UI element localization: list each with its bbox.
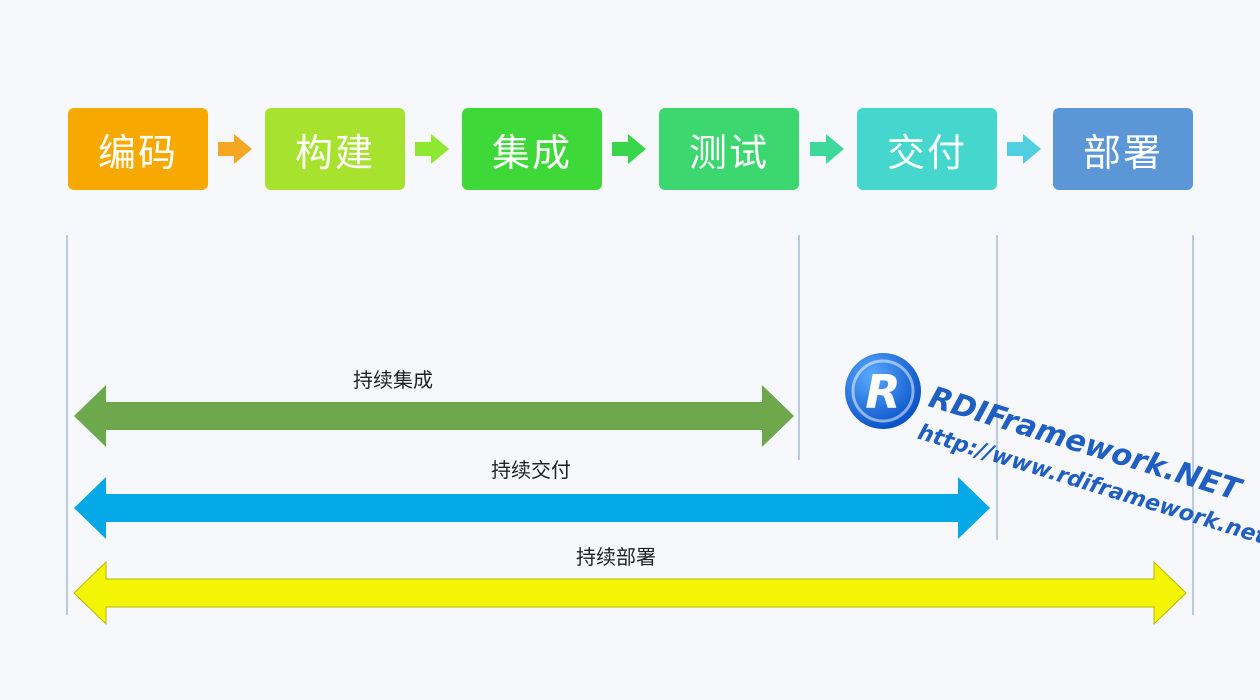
watermark-logo-icon: R (845, 353, 921, 429)
connector-arrow-icon (810, 134, 844, 164)
span-arrow-cdeploy (73, 560, 1187, 626)
connector-arrow-icon (612, 134, 646, 164)
stage-testing: 测试 (659, 108, 799, 190)
span-label-cd: 持续交付 (491, 458, 571, 482)
watermark-logo-letter: R (865, 365, 900, 419)
stage-coding: 编码 (68, 108, 208, 190)
stage-integration: 集成 (462, 108, 602, 190)
stage-build: 构建 (265, 108, 405, 190)
boundary-line-testing (798, 235, 800, 460)
stage-deployment: 部署 (1053, 108, 1193, 190)
span-arrow-cd (74, 477, 990, 539)
boundary-line-start (66, 235, 68, 615)
stage-delivery: 交付 (857, 108, 997, 190)
boundary-line-end (1192, 235, 1194, 615)
connector-arrow-icon (415, 134, 449, 164)
connector-arrow-icon (218, 134, 252, 164)
span-label-ci: 持续集成 (353, 368, 433, 392)
connector-arrow-icon (1007, 134, 1041, 164)
boundary-line-delivery (996, 235, 998, 540)
span-arrow-ci (74, 385, 794, 447)
span-label-cdeploy: 持续部署 (576, 545, 656, 569)
